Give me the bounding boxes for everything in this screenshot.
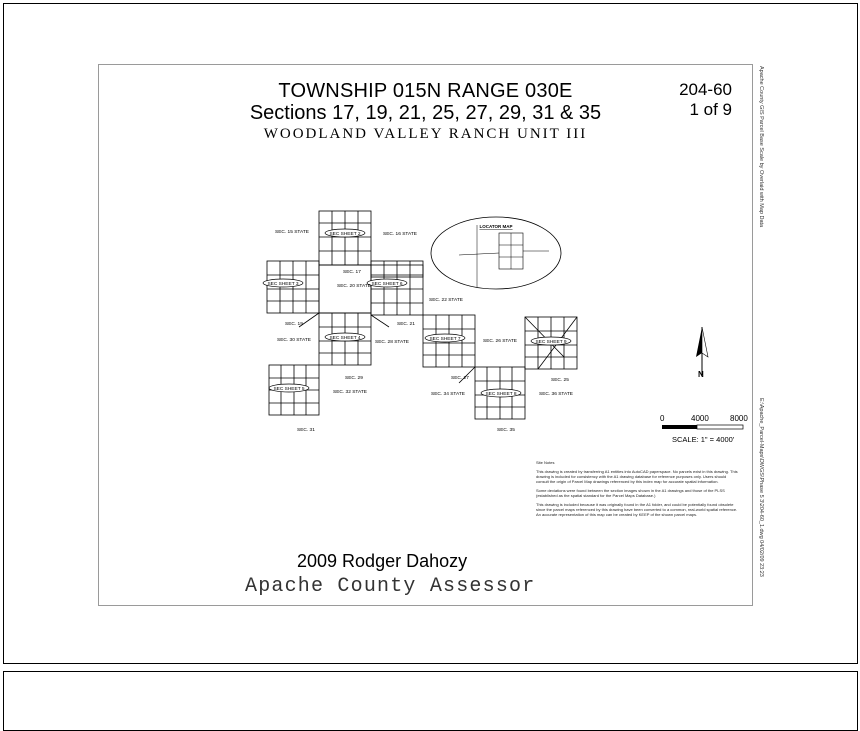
sec15-label: SEC. 15 STATE xyxy=(275,229,309,235)
sec21-label: SEC. 21 xyxy=(397,321,415,327)
sheet5-label: SEC SHEET 5 xyxy=(273,386,304,392)
sec36-label: SEC. 36 STATE xyxy=(539,391,573,397)
lower-empty-frame xyxy=(3,671,858,731)
side-text-bottom: E:\Apache_Parcel-Maps\DWGS\Phase 5 3\204… xyxy=(758,398,764,577)
subdivision-title: WOODLAND VALLEY RANCH UNIT III xyxy=(263,126,588,142)
sheet3-label: SEC SHEET 3 xyxy=(267,281,298,287)
scale-tick-0: 0 xyxy=(660,414,665,423)
scale-bar: 0 4000 8000 SCALE: 1" = 4000' xyxy=(660,414,748,444)
sheet2-label: SEC SHEET 2 xyxy=(329,231,360,237)
sec20-label: SEC. 20 STATE xyxy=(337,283,371,289)
sheet4-label: SEC SHEET 4 xyxy=(329,335,360,341)
township-range-title: TOWNSHIP 015N RANGE 030E xyxy=(278,80,573,102)
sheet7-label: SEC SHEET 7 xyxy=(429,336,460,342)
section-map: SEC SHEET 2 SEC SHEET 3 SEC SHEET 6 SEC … xyxy=(262,210,748,444)
sec31-label: SEC. 31 xyxy=(297,427,315,433)
notes-heading: Site Notes xyxy=(536,460,555,465)
page-frame xyxy=(3,3,858,664)
assessor-line: Apache County Assessor xyxy=(245,575,536,598)
scale-text: SCALE: 1" = 4000' xyxy=(672,435,735,444)
map-notes: Site Notes This drawing is created by tr… xyxy=(536,460,738,521)
sec32-label: SEC. 32 STATE xyxy=(333,389,367,395)
sec25-label: SEC. 25 xyxy=(551,377,569,383)
north-arrow: N xyxy=(696,326,709,379)
sec26-label: SEC. 26 STATE xyxy=(483,338,517,344)
sec19-label: SEC. 19 xyxy=(285,321,303,327)
sections-title: Sections 17, 19, 21, 25, 27, 29, 31 & 35 xyxy=(249,102,602,124)
sec28-label: SEC. 28 STATE xyxy=(375,339,409,345)
sec17-label: SEC. 17 xyxy=(343,269,361,275)
sec16-label: SEC. 16 STATE xyxy=(383,231,417,237)
author-line: 2009 Rodger Dahozy xyxy=(297,551,468,571)
notes-para-1: This drawing is created by transferring … xyxy=(536,469,738,484)
scale-tick-1: 4000 xyxy=(691,414,709,423)
scale-tick-2: 8000 xyxy=(730,414,748,423)
sheet-number: 204-60 1 of 9 xyxy=(679,80,732,120)
notes-para-3: This drawing is included because it was … xyxy=(536,502,738,517)
sec34-label: SEC. 34 STATE xyxy=(431,391,465,397)
north-label: N xyxy=(698,370,704,379)
sec30-label: SEC. 30 STATE xyxy=(277,337,311,343)
side-text-top: Apache County GIS Parcel Base Scale by O… xyxy=(758,66,764,228)
sheet6-label: SEC SHEET 6 xyxy=(371,281,402,287)
locator-map: LOCATOR MAP xyxy=(430,216,562,290)
locator-title: LOCATOR MAP xyxy=(479,224,512,229)
sec22-label: SEC. 22 STATE xyxy=(429,297,463,303)
notes-para-2: Some deviations were found between the s… xyxy=(536,488,725,498)
sheet-page: 1 of 9 xyxy=(689,100,732,119)
sec35-label: SEC. 35 xyxy=(497,427,515,433)
sheet8-label: SEC SHEET 8 xyxy=(485,391,516,397)
sec27-label: SEC. 27 xyxy=(451,375,469,381)
sheet9-label: SEC SHEET 9 xyxy=(535,339,566,345)
sec29-label: SEC. 29 xyxy=(345,375,363,381)
sheet-code: 204-60 xyxy=(679,80,732,99)
map-sheet: TOWNSHIP 015N RANGE 030E Sections 17, 19… xyxy=(98,64,753,606)
